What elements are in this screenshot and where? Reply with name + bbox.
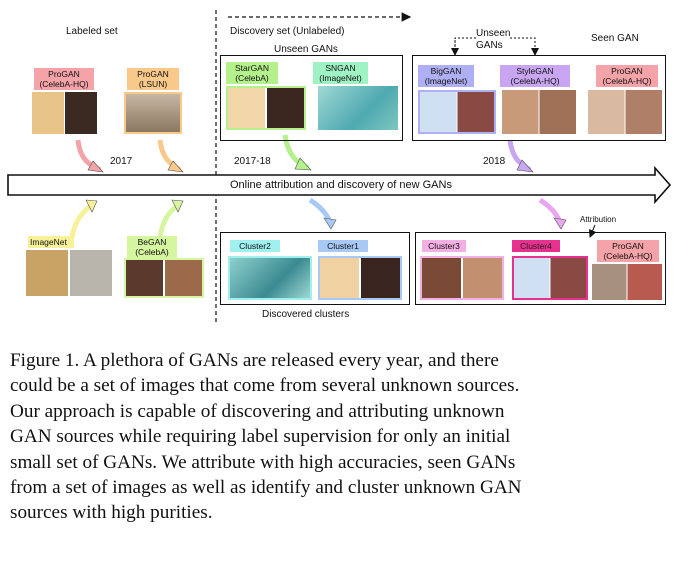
cluster4-thumbnails — [512, 256, 588, 300]
attribution-label: Attribution — [580, 215, 617, 224]
card-line1: ProGAN — [137, 69, 169, 79]
sngan-thumbnail — [318, 86, 398, 130]
unseen-gans-title-2-line2: GANs — [476, 40, 503, 51]
unseen-gans-title: Unseen GANs — [274, 44, 338, 55]
discovered-clusters-label: Discovered clusters — [262, 309, 350, 320]
labeled-set-title: Labeled set — [66, 26, 118, 37]
year-label: 2017 — [110, 156, 133, 167]
imagenet-thumbnails — [26, 250, 112, 296]
card-line1: BigGAN — [430, 66, 462, 76]
card-line2: (ImageNet) — [424, 76, 468, 86]
caption-line: sources with high purities. — [10, 502, 213, 524]
card-line1: Cluster4 — [520, 241, 552, 251]
unseen-gans-frame — [220, 55, 403, 141]
gan-label-biggan: BigGAN (ImageNet) — [418, 65, 474, 87]
card-line2: (CelebA) — [135, 247, 169, 257]
discovery-set-title: Discovery set (Unlabeled) — [230, 26, 345, 37]
gan-label-imagenet: ImageNet — [28, 236, 74, 248]
seen-unseen-frame — [412, 55, 666, 141]
caption-line: could be a set of images that come from … — [10, 375, 520, 397]
seen-gan-title: Seen GAN — [591, 33, 639, 44]
gan-label-sngan: SNGAN (ImageNet) — [313, 62, 368, 84]
gan-label-progan-seen: ProGAN (CelebA-HQ) — [596, 65, 658, 87]
card-line1: Cluster1 — [327, 241, 359, 251]
stylegan-thumbnails — [502, 90, 576, 134]
face-thumbnails — [32, 92, 97, 134]
year-label: 2018 — [483, 156, 506, 167]
year-label: 2017-18 — [234, 156, 271, 167]
card-line1: ProGAN — [611, 66, 643, 76]
progan-seen-thumbnails — [588, 90, 662, 134]
card-line2: (ImageNet) — [319, 73, 362, 83]
diagram-connectors — [7, 10, 672, 325]
timeline-label: Online attribution and discovery of new … — [230, 179, 452, 191]
gan-label-stargan: StarGAN (CelebA) — [226, 62, 278, 84]
gan-label-stylegan: StyleGAN (CelebA-HQ) — [500, 65, 570, 87]
card-line2: (CelebA) — [235, 73, 269, 83]
began-thumbnails — [124, 258, 204, 298]
attributed-thumbnails — [592, 264, 662, 300]
caption-line: small set of GANs. We attribute with hig… — [10, 451, 516, 473]
card-line1: ImageNet — [30, 237, 67, 247]
clusters-frame-2 — [415, 232, 666, 305]
card-line2: (LSUN) — [138, 79, 168, 89]
cluster-label-1: Cluster1 — [318, 240, 368, 252]
cluster2-thumbnails — [228, 256, 312, 300]
card-line1: ProGAN — [612, 241, 644, 251]
clusters-frame-1 — [220, 232, 410, 305]
biggan-thumbnails — [418, 90, 496, 134]
caption-line: Our approach is capable of discovering a… — [10, 400, 505, 422]
cluster-label-3: Cluster3 — [422, 240, 466, 252]
cluster-label-2: Cluster2 — [230, 240, 280, 252]
caption-line: GAN sources while requiring label superv… — [10, 426, 511, 448]
card-line2: (CelebA-HQ) — [39, 79, 89, 89]
card-line1: StyleGAN — [516, 66, 554, 76]
card-line1: ProGAN — [48, 69, 80, 79]
card-line2: (CelebA-HQ) — [602, 76, 652, 86]
card-line2: (CelebA-HQ) — [603, 251, 653, 261]
figure-diagram: Labeled set Discovery set (Unlabeled) Un… — [7, 10, 672, 325]
card-line1: Cluster2 — [239, 241, 271, 251]
cluster-label-4: Cluster4 — [512, 240, 560, 252]
card-line1: BeGAN — [137, 237, 167, 247]
cluster3-thumbnails — [420, 256, 504, 300]
gan-label-progan-lsun: ProGAN (LSUN) — [127, 68, 179, 90]
card-line1: StarGAN — [234, 63, 269, 73]
card-line2: (CelebA-HQ) — [510, 76, 560, 86]
unseen-gans-title-2-line1: Unseen — [476, 28, 511, 39]
card-line1: Cluster3 — [428, 241, 460, 251]
figure-caption: Figure 1. A plethora of GANs are release… — [10, 348, 690, 526]
stargan-thumbnails — [226, 86, 306, 130]
cluster1-thumbnails — [318, 256, 402, 300]
caption-line: from a set of images as well as identify… — [10, 477, 522, 499]
gan-label-progan-celebahq: ProGAN (CelebA-HQ) — [34, 68, 94, 90]
gan-label-began: BeGAN (CelebA) — [127, 236, 177, 258]
bedroom-thumbnail — [124, 92, 182, 134]
card-line1: SNGAN — [325, 63, 356, 73]
caption-line: Figure 1. A plethora of GANs are release… — [10, 350, 499, 371]
attributed-label-progan: ProGAN (CelebA-HQ) — [597, 240, 659, 262]
